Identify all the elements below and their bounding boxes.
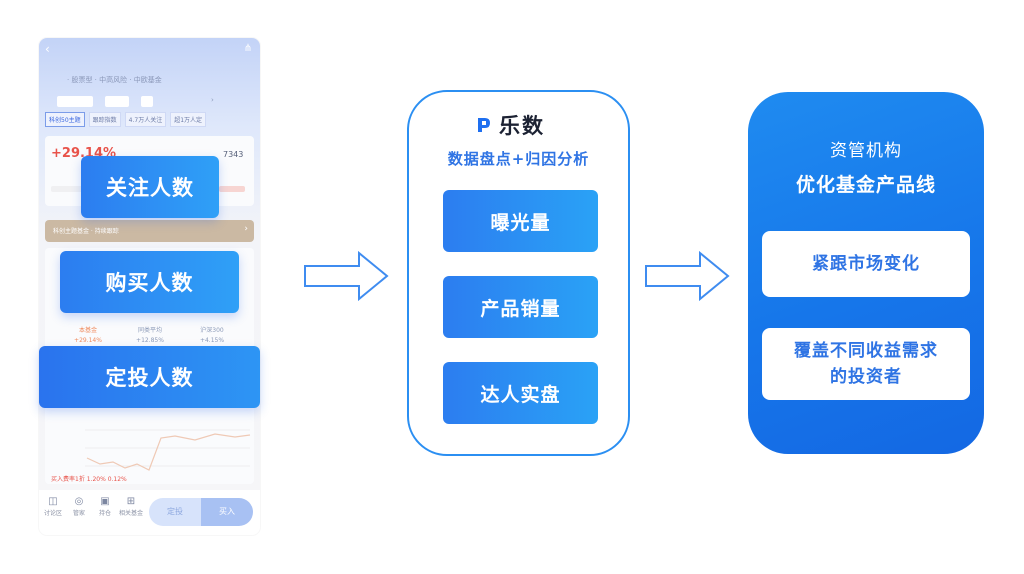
- outcome-text: 覆盖不同收益需求: [794, 341, 938, 361]
- compare-value: +12.85%: [136, 337, 164, 344]
- analysis-panel: 乐数 数据盘点+归因分析 曝光量 产品销量 达人实盘: [407, 90, 630, 456]
- back-icon[interactable]: ‹: [45, 42, 50, 56]
- nav-label: 管家: [72, 510, 85, 517]
- placeholder-line: [219, 186, 245, 192]
- compare-item: 本基金 +29.14%: [63, 326, 113, 346]
- fund-line: [86, 433, 251, 471]
- outcome-panel: 资管机构 优化基金产品线 紧跟市场变化 覆盖不同收益需求 的投资者: [748, 92, 984, 454]
- compare-label: 沪深300: [200, 327, 224, 334]
- info-banner[interactable]: 科创主题基金 · 持续跟踪 ›: [45, 220, 254, 242]
- fund-name-block: [57, 96, 93, 107]
- nav-discuss[interactable]: ◫ 讨论区: [41, 496, 65, 517]
- brand-logo: 乐数: [477, 110, 545, 140]
- compare-value: +4.15%: [199, 337, 225, 344]
- nav-label: 相关基金: [119, 510, 144, 517]
- manager-icon: ◎: [74, 496, 84, 507]
- brand-name: 乐数: [499, 114, 545, 138]
- brand-mark-icon: [478, 118, 490, 132]
- label-buyer-count: 购买人数: [60, 251, 239, 313]
- outcome-card: 覆盖不同收益需求 的投资者: [762, 328, 970, 400]
- fund-tag[interactable]: 跟踪指数: [88, 112, 121, 127]
- fund-subtitle: · 股票型 · 中高风险 · 中欧基金: [67, 76, 162, 84]
- bottom-bar: ◫ 讨论区 ◎ 管家 ▣ 持仓 ⊞ 相关基金 定投 买入: [39, 490, 260, 535]
- nav-label: 讨论区: [43, 510, 62, 517]
- compare-item: 沪深300 +4.15%: [187, 326, 237, 346]
- panel-heading: 优化基金产品线: [795, 174, 936, 196]
- compare-item: 同类平均 +12.85%: [125, 326, 175, 346]
- banner-text: 科创主题基金 · 持续跟踪: [53, 228, 119, 235]
- dingtou-button[interactable]: 定投: [149, 498, 201, 526]
- fund-tag[interactable]: 科创50主题: [45, 112, 85, 127]
- more-icon[interactable]: ›: [211, 96, 214, 104]
- panel-subtitle: 数据盘点+归因分析: [447, 150, 590, 168]
- compare-label: 本基金: [78, 327, 97, 334]
- outcome-text: 紧跟市场变化: [812, 254, 920, 274]
- buy-info: 买入费率1折 1.20% 0.12%: [51, 476, 127, 483]
- buy-button[interactable]: 买入: [201, 498, 253, 526]
- nav-manager[interactable]: ◎ 管家: [67, 496, 91, 517]
- outcome-text: 的投资者: [830, 367, 902, 387]
- placeholder-line: [51, 186, 91, 192]
- fund-tag[interactable]: 超1万人定: [170, 112, 207, 127]
- fund-code-block: [105, 96, 129, 107]
- arrow-right-icon: [304, 251, 389, 301]
- nav-label: 持仓: [98, 510, 111, 517]
- label-focus-count: 关注人数: [81, 156, 219, 218]
- nav-holdings[interactable]: ▣ 持仓: [93, 496, 117, 517]
- compare-label: 同类平均: [137, 327, 162, 334]
- metric-exposure: 曝光量: [443, 190, 598, 252]
- holdings-icon: ▣: [100, 496, 110, 507]
- arrow-right-icon: [645, 251, 730, 301]
- fund-tag-block: [141, 96, 153, 107]
- metric-sales: 产品销量: [443, 276, 598, 338]
- nav-line-chart: [85, 429, 251, 471]
- label-investor-count: 定投人数: [39, 346, 260, 408]
- chevron-right-icon: ›: [244, 224, 248, 234]
- chat-icon: ◫: [48, 496, 58, 507]
- nav-value: 7343: [223, 150, 244, 159]
- share-icon[interactable]: ⋔: [243, 43, 252, 54]
- panel-title: 资管机构: [830, 141, 902, 161]
- compare-value: +29.14%: [74, 337, 102, 344]
- related-icon: ⊞: [126, 496, 136, 507]
- outcome-card: 紧跟市场变化: [762, 231, 970, 297]
- fund-tags: 科创50主题 跟踪指数 4.7万人关注 超1万人定: [45, 112, 207, 127]
- fund-tag[interactable]: 4.7万人关注: [124, 112, 167, 127]
- metric-influencer: 达人实盘: [443, 362, 598, 424]
- nav-related[interactable]: ⊞ 相关基金: [119, 496, 143, 517]
